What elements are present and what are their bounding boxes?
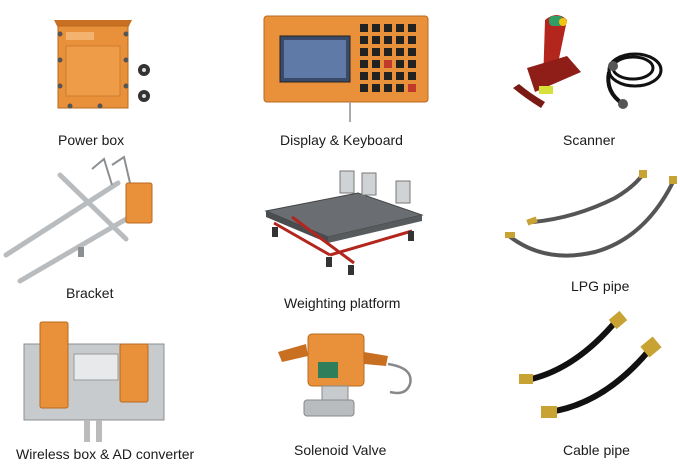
power-box-image — [54, 20, 150, 109]
weighting-platform-image — [264, 170, 424, 275]
product-weighting-platform: Weighting platform — [262, 165, 430, 315]
product-bracket: Bracket — [0, 155, 170, 305]
bracket-label: Bracket — [66, 285, 114, 301]
lpg-pipe-label: LPG pipe — [571, 278, 630, 294]
product-power-box: Power box — [40, 10, 170, 160]
lpg-pipe-image — [505, 170, 677, 258]
display-keyboard-label: Display & Keyboard — [280, 132, 403, 148]
scanner-image — [513, 15, 663, 109]
weighting-platform-label: Weighting platform — [284, 295, 401, 311]
solenoid-valve-label: Solenoid Valve — [294, 442, 387, 458]
product-cable-pipe: Cable pipe — [515, 310, 675, 466]
power-box-label: Power box — [58, 132, 125, 148]
product-display-keyboard: Display & Keyboard — [260, 10, 440, 160]
cable-pipe-label: Cable pipe — [563, 442, 630, 458]
wireless-box-label: Wireless box & AD converter — [16, 446, 195, 462]
scanner-label: Scanner — [563, 132, 616, 148]
bracket-image — [3, 155, 153, 284]
cable-pipe-image — [519, 310, 662, 418]
solenoid-valve-image — [278, 333, 412, 417]
product-wireless-box-ad-converter: Wireless box & AD converter — [14, 318, 214, 466]
product-lpg-pipe: LPG pipe — [505, 168, 680, 308]
product-solenoid-valve: Solenoid Valve — [278, 326, 428, 466]
product-scanner: Scanner — [505, 8, 670, 160]
wireless-box-image — [23, 321, 165, 442]
display-keyboard-image — [263, 15, 429, 122]
